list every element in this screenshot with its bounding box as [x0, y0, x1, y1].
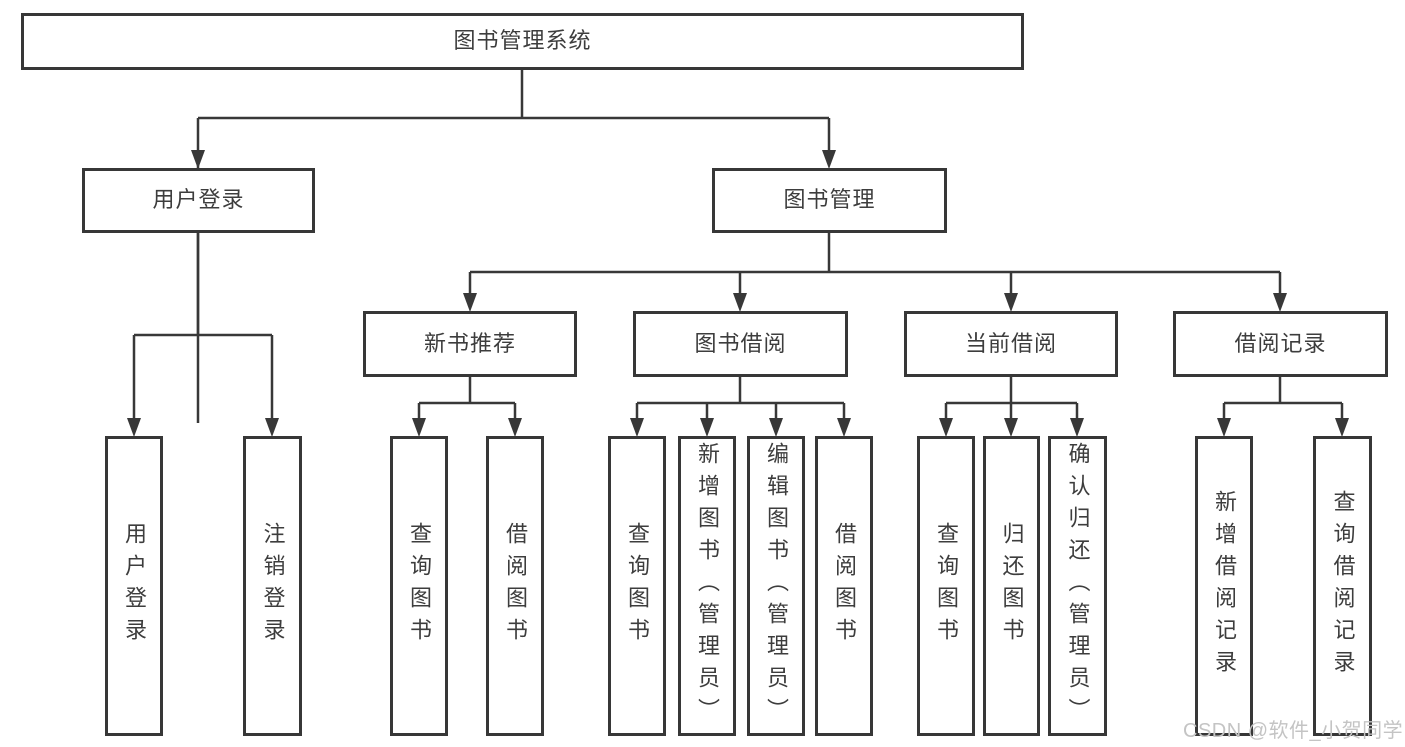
arrow-down-icon	[265, 418, 279, 437]
arrow-down-icon	[700, 418, 714, 437]
leaf-bb-add-books-admin: 新增图书（管理员）	[678, 436, 736, 736]
connector-root-to-level2	[196, 69, 831, 423]
leaf-nb-borrow-books: 借阅图书	[486, 436, 544, 736]
leaf-cb-return-books: 归还图书	[983, 436, 1040, 736]
leaf-user-login: 用户登录	[105, 436, 163, 736]
arrow-down-icon	[1004, 293, 1018, 312]
connector-bookmgmt-to-level3	[468, 233, 1282, 298]
node-new-book-recommendation: 新书推荐	[363, 311, 577, 377]
arrow-down-icon	[127, 418, 141, 437]
arrow-down-icon	[837, 418, 851, 437]
connector-records-to-leaves	[1222, 377, 1344, 423]
leaf-bb-query-books: 查询图书	[608, 436, 666, 736]
node-borrowing-records: 借阅记录	[1173, 311, 1388, 377]
arrow-down-icon	[463, 293, 477, 312]
leaf-bb-borrow-books: 借阅图书	[815, 436, 873, 736]
node-book-borrowing: 图书借阅	[633, 311, 848, 377]
leaf-br-add-borrow-record: 新增借阅记录	[1195, 436, 1253, 736]
arrow-down-icon	[508, 418, 522, 437]
watermark: CSDN @软件_小贺同学	[1183, 720, 1404, 742]
node-user-login: 用户登录	[82, 168, 315, 233]
arrow-down-icon	[769, 418, 783, 437]
arrow-down-icon	[1335, 418, 1349, 437]
connector-userlogin-to-leaves	[132, 233, 274, 423]
arrow-down-icon	[1004, 418, 1018, 437]
connector-current-to-leaves	[944, 377, 1079, 423]
connector-newbook-to-leaves	[417, 377, 517, 423]
arrow-down-icon	[412, 418, 426, 437]
node-book-management: 图书管理	[712, 168, 947, 233]
arrow-down-icon	[1217, 418, 1231, 437]
arrow-down-icon	[822, 150, 836, 169]
leaf-bb-edit-books-admin: 编辑图书（管理员）	[747, 436, 805, 736]
arrow-down-icon	[939, 418, 953, 437]
arrowheads	[127, 150, 1349, 437]
arrow-down-icon	[191, 150, 205, 169]
node-current-borrowing: 当前借阅	[904, 311, 1118, 377]
arrow-down-icon	[1273, 293, 1287, 312]
leaf-cb-query-books: 查询图书	[917, 436, 975, 736]
leaf-nb-query-books: 查询图书	[390, 436, 448, 736]
arrow-down-icon	[1070, 418, 1084, 437]
node-root: 图书管理系统	[21, 13, 1024, 70]
leaf-br-query-borrow-record: 查询借阅记录	[1313, 436, 1372, 736]
leaf-cb-confirm-return-admin: 确认归还（管理员）	[1048, 436, 1107, 736]
leaf-logout: 注销登录	[243, 436, 302, 736]
arrow-down-icon	[630, 418, 644, 437]
arrow-down-icon	[733, 293, 747, 312]
connector-borrowing-to-leaves	[635, 377, 846, 423]
